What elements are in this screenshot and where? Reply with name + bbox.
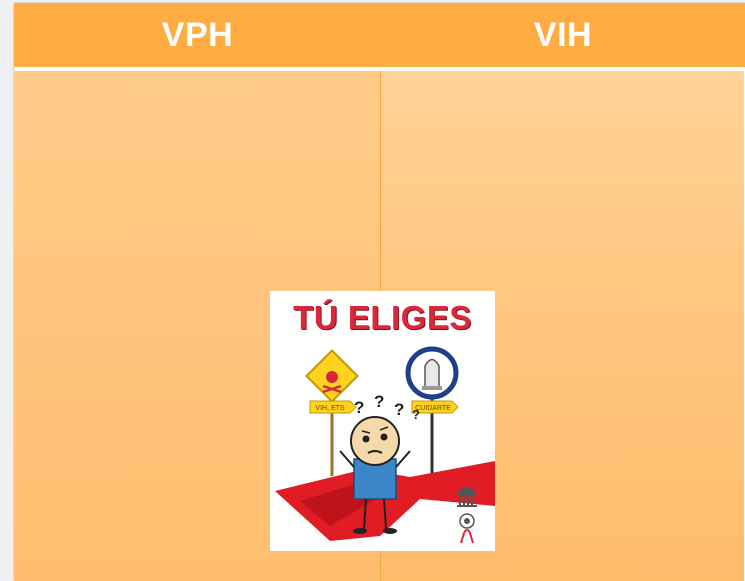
right-sign-board: CUIDARTE [411,400,459,414]
column-header-vph: VPH [161,15,234,54]
tu-eliges-poster-image[interactable]: VIH, ETS CUIDARTE ? ? ? ? [270,291,495,551]
right-sign-label: CUIDARTE [415,405,451,412]
unesco-logo [457,486,477,507]
slide-frame: VPH VIH VIH, ETS [14,3,745,581]
column-header-vih: VIH [533,15,593,54]
left-sign-label: VIH, ETS [315,405,345,412]
question-mark-1: ? [354,398,364,417]
poster-illustration: VIH, ETS CUIDARTE ? ? ? ? [275,346,495,544]
question-mark-4: ? [412,407,420,422]
question-mark-2: ? [374,392,384,411]
poster-title: TÚ ELIGES [293,299,472,336]
left-sign-board: VIH, ETS [309,400,357,414]
confused-character-icon [339,416,411,534]
question-mark-3: ? [394,400,404,419]
header-divider [14,67,745,71]
aids-ribbon-icon [460,529,474,544]
table-header-row: VPH VIH [14,3,745,67]
warning-skull-icon [305,349,359,403]
condom-icon [405,346,459,400]
un-logo [459,513,475,529]
